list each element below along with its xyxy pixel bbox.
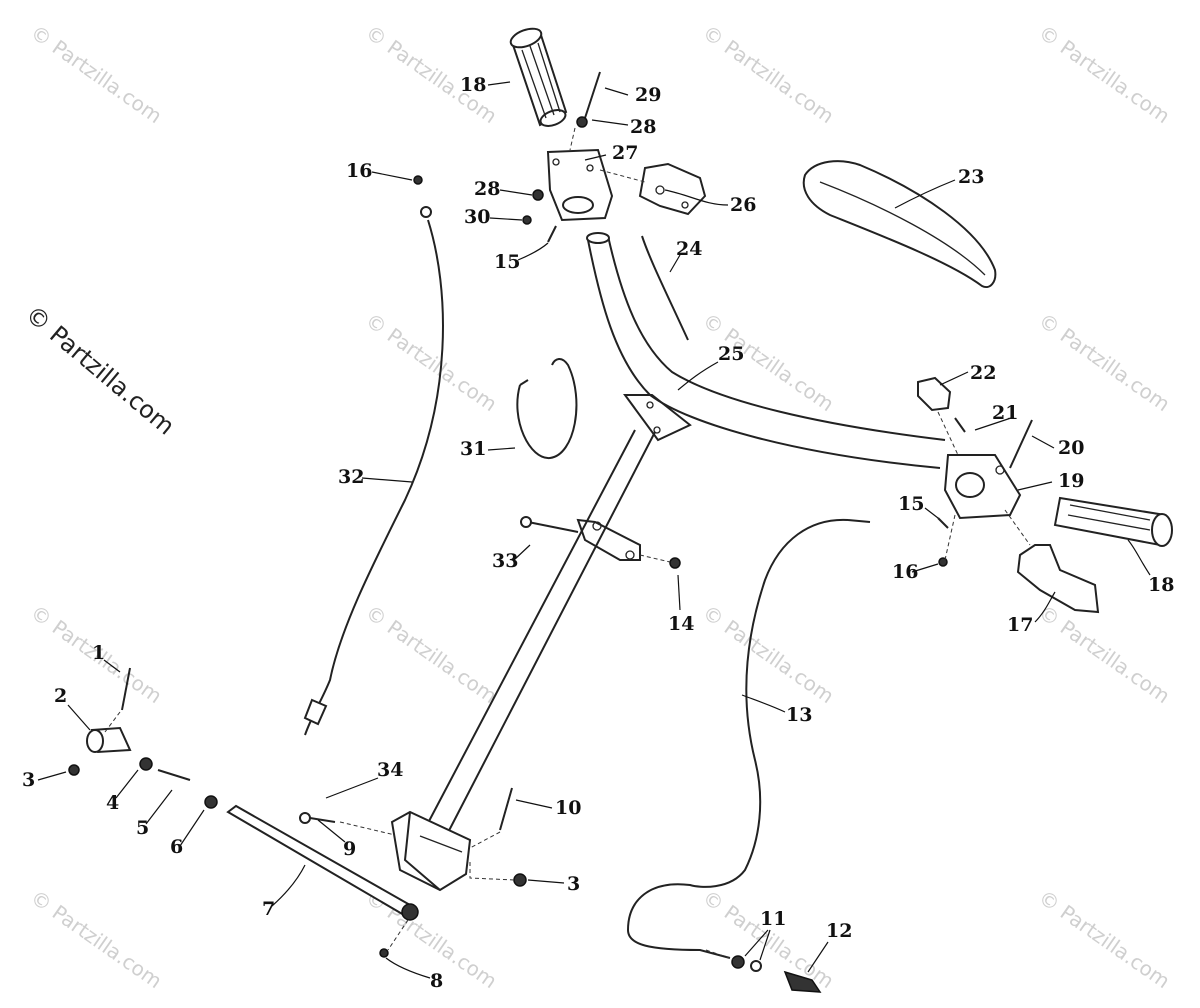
handlebar-pad xyxy=(802,160,997,288)
callout-10: 10 xyxy=(555,797,582,819)
spring xyxy=(954,417,966,433)
callout-32: 32 xyxy=(338,466,365,488)
callout-9: 9 xyxy=(343,838,357,860)
callout-14: 14 xyxy=(668,613,695,635)
callout-17: 17 xyxy=(1007,614,1034,636)
bolt-20 xyxy=(1009,419,1033,469)
callout-20: 20 xyxy=(1058,437,1085,459)
leader-lines xyxy=(37,81,1151,979)
callout-23: 23 xyxy=(958,166,985,188)
callout-31: 31 xyxy=(460,438,487,460)
callout-18-right-grip: 18 xyxy=(1148,574,1175,596)
cable-32 xyxy=(304,219,444,736)
assembly-lines xyxy=(104,127,1031,961)
callout-5: 5 xyxy=(136,817,150,839)
callout-24: 24 xyxy=(676,238,703,260)
callout-6: 6 xyxy=(170,836,184,858)
callout-4: 4 xyxy=(106,792,120,814)
steering-support xyxy=(390,810,472,892)
left-control-housing xyxy=(546,148,614,222)
callout-26: 26 xyxy=(730,194,757,216)
callout-19: 19 xyxy=(1058,470,1085,492)
callout-15-right: 15 xyxy=(898,493,925,515)
callout-30: 30 xyxy=(464,206,491,228)
callout-15-left: 15 xyxy=(494,251,521,273)
callout-18-left-grip: 18 xyxy=(460,74,487,96)
bracket xyxy=(638,162,707,216)
callout-2: 2 xyxy=(54,685,68,707)
callout-28-top: 28 xyxy=(630,116,657,138)
callout-7: 7 xyxy=(262,898,276,920)
callout-29: 29 xyxy=(635,84,662,106)
callout-25: 25 xyxy=(718,343,745,365)
callout-28-left: 28 xyxy=(474,178,501,200)
handlebar xyxy=(586,232,946,469)
throttle-lever xyxy=(1016,544,1100,614)
callout-21: 21 xyxy=(992,402,1019,424)
callout-22: 22 xyxy=(970,362,997,384)
callout-8: 8 xyxy=(430,970,444,992)
cable-clamp xyxy=(516,358,578,460)
right-control-housing xyxy=(943,454,1022,520)
cable-24 xyxy=(641,235,689,341)
callout-11: 11 xyxy=(760,908,787,930)
bolt-29 xyxy=(584,71,601,119)
callout-27: 27 xyxy=(612,142,639,164)
callout-12: 12 xyxy=(826,920,853,942)
right-grip xyxy=(1053,496,1173,547)
callout-1: 1 xyxy=(92,642,106,664)
switch xyxy=(917,376,952,412)
cable-13 xyxy=(626,518,849,959)
callout-16-right: 16 xyxy=(892,561,919,583)
callout-33: 33 xyxy=(492,550,519,572)
callout-16-left: 16 xyxy=(346,160,373,182)
callout-3-left: 3 xyxy=(22,769,36,791)
callout-13: 13 xyxy=(786,704,813,726)
spring-12 xyxy=(783,970,822,993)
callout-3-right: 3 xyxy=(567,873,581,895)
left-grip xyxy=(509,27,568,127)
bolt-33 xyxy=(527,521,579,533)
tie-rod-assembly xyxy=(68,667,527,958)
callout-34: 34 xyxy=(377,759,404,781)
steering-post xyxy=(417,429,656,849)
